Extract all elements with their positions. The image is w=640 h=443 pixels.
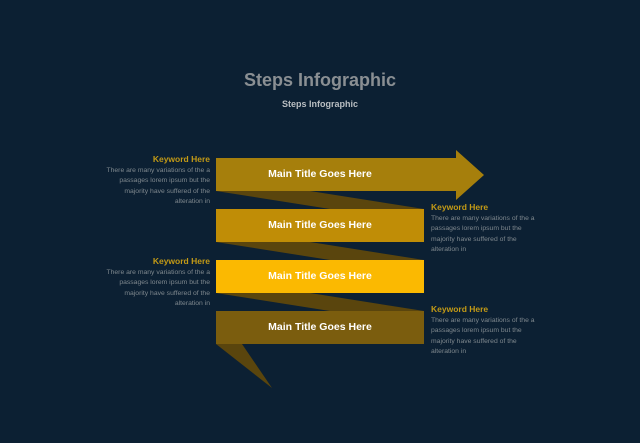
note-3-keyword: Keyword Here: [152, 256, 210, 266]
note-4: Keyword Here There are many variations o…: [431, 304, 556, 358]
note-3: Keyword Here There are many variations o…: [85, 256, 210, 310]
ribbon-fold-2: [216, 242, 424, 260]
step-band-3: [216, 260, 424, 293]
note-1-body: There are many variations of the a passa…: [106, 167, 210, 206]
ribbon-tail: [216, 344, 272, 388]
ribbon-fold-3: [216, 293, 424, 311]
step-band-4: [216, 311, 424, 344]
note-1-keyword: Keyword Here: [152, 154, 210, 164]
note-4-body: There are many variations of the a passa…: [431, 317, 535, 356]
step-2-title: Main Title Goes Here: [268, 219, 372, 231]
ribbon-fold-1: [216, 191, 424, 209]
note-3-body: There are many variations of the a passa…: [106, 269, 210, 308]
note-2: Keyword Here There are many variations o…: [431, 202, 556, 256]
note-4-keyword: Keyword Here: [431, 304, 489, 314]
step-1-title: Main Title Goes Here: [268, 168, 372, 180]
note-2-keyword: Keyword Here: [431, 202, 489, 212]
note-2-body: There are many variations of the a passa…: [431, 215, 535, 254]
step-band-2: [216, 209, 424, 242]
note-1: Keyword Here There are many variations o…: [85, 154, 210, 208]
step-3-title: Main Title Goes Here: [268, 270, 372, 282]
page-subtitle: Steps Infographic: [281, 99, 358, 109]
step-band-1-arrow: [216, 150, 484, 200]
page-title: Steps Infographic: [243, 70, 396, 90]
step-4-title: Main Title Goes Here: [268, 321, 372, 333]
